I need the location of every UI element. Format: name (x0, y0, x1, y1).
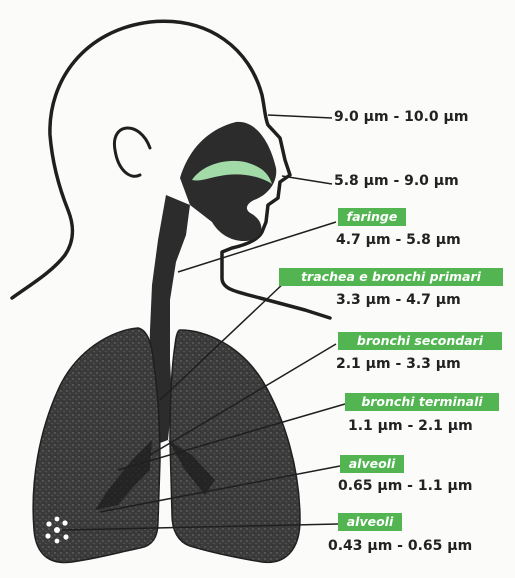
size-range-6: 1.1 µm - 2.1 µm (348, 418, 473, 434)
size-range-3: 4.7 µm - 5.8 µm (336, 232, 461, 248)
region-label-alveoli-1: alveoli (340, 455, 404, 473)
size-range-4: 3.3 µm - 4.7 µm (336, 292, 461, 308)
region-label-bronchi-terminali: bronchi terminali (345, 393, 499, 411)
left-lung (33, 328, 160, 563)
size-range-8: 0.43 µm - 0.65 µm (328, 538, 472, 554)
region-label-trachea: trachea e bronchi primari (279, 268, 503, 286)
region-label-faringe: faringe (338, 208, 406, 226)
nasal-cavity (180, 122, 276, 241)
size-range-5: 2.1 µm - 3.3 µm (336, 356, 461, 372)
ear-outline (114, 128, 150, 176)
region-label-alveoli-2: alveoli (338, 513, 402, 531)
region-label-bronchi-secondari: bronchi secondari (338, 332, 502, 350)
size-range-7: 0.65 µm - 1.1 µm (338, 478, 472, 494)
size-range-2: 5.8 µm - 9.0 µm (334, 173, 459, 189)
size-range-1: 9.0 µm - 10.0 µm (334, 109, 468, 125)
